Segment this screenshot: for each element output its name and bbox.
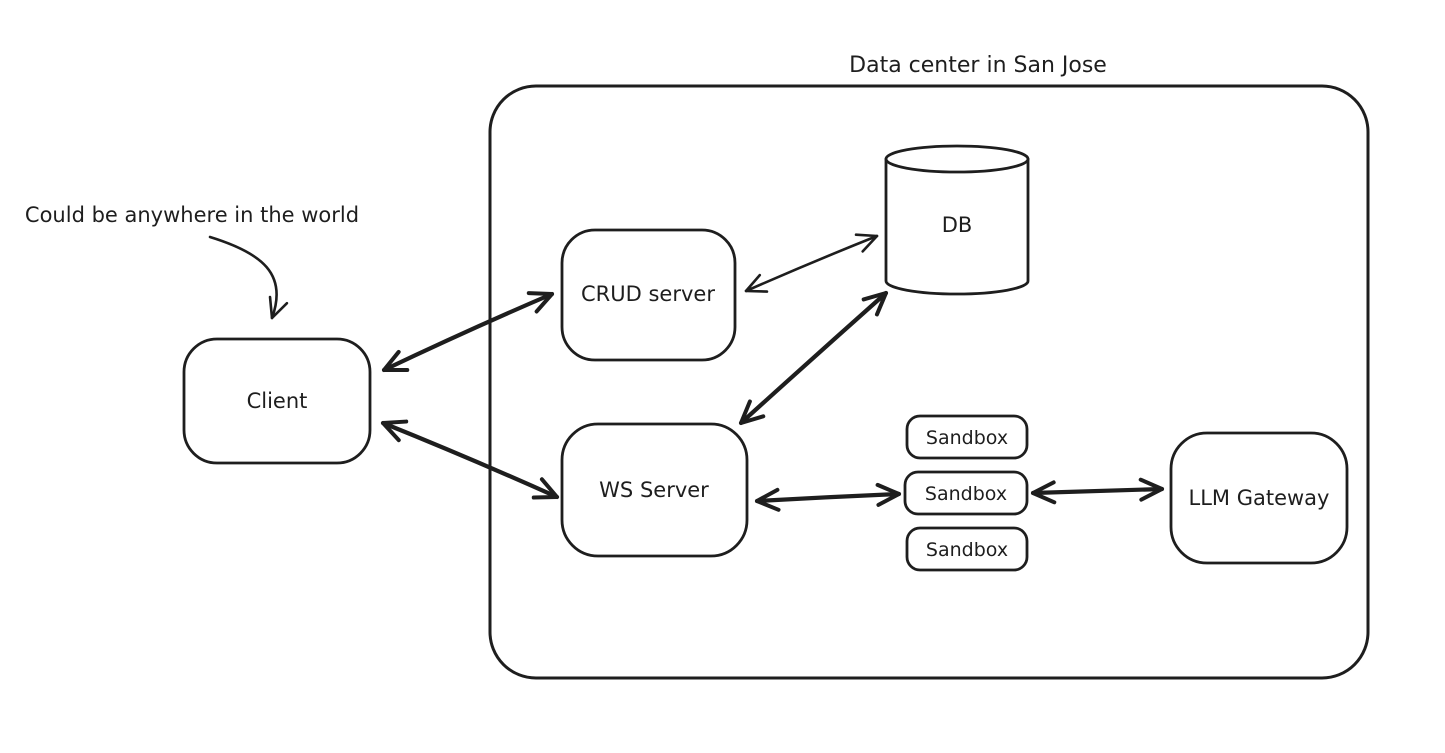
node-sandbox-1: Sandbox — [905, 414, 1029, 460]
node-client: Client — [182, 337, 372, 465]
sandbox-1-label: Sandbox — [926, 427, 1008, 449]
sandbox-2-label: Sandbox — [925, 483, 1007, 505]
sandbox-2-box — [903, 470, 1029, 516]
db-label: DB — [942, 213, 973, 237]
edge-client-ws-server — [380, 419, 560, 500]
datacenter-container: Data center in San Jose — [488, 53, 1370, 680]
node-sandbox-3: Sandbox — [905, 526, 1029, 572]
client-box — [182, 337, 372, 465]
llm-gateway-box — [1169, 431, 1349, 565]
node-sandbox-2: Sandbox — [903, 470, 1029, 516]
edge-ws-server-db — [738, 290, 889, 426]
sandbox-3-box — [905, 526, 1029, 572]
edge-crud-server-db — [744, 233, 879, 293]
edge-ws-server-sandbox — [754, 482, 902, 512]
db-cylinder-top — [884, 144, 1030, 174]
llm-gateway-label: LLM Gateway — [1189, 486, 1330, 510]
annotation-arrow — [208, 235, 289, 320]
annotation-text: Could be anywhere in the world — [25, 203, 359, 227]
edge-sandbox-llm-gateway — [1030, 477, 1165, 505]
ws-server-box — [560, 422, 749, 558]
ws-server-label: WS Server — [599, 478, 709, 502]
crud-server-label: CRUD server — [581, 282, 715, 306]
sandbox-3-label: Sandbox — [926, 539, 1008, 561]
node-ws-server: WS Server — [560, 422, 749, 558]
client-label: Client — [247, 389, 308, 413]
crud-server-box — [560, 228, 737, 362]
node-llm-gateway: LLM Gateway — [1169, 431, 1349, 565]
node-db: DB — [884, 144, 1030, 296]
annotation-group: Could be anywhere in the world — [25, 203, 359, 320]
db-cylinder-body — [884, 157, 1030, 296]
edge-client-crud-server — [381, 291, 555, 373]
sandbox-1-box — [905, 414, 1029, 460]
node-crud-server: CRUD server — [560, 228, 737, 362]
datacenter-title: Data center in San Jose — [849, 53, 1107, 78]
datacenter-boundary — [488, 84, 1370, 680]
